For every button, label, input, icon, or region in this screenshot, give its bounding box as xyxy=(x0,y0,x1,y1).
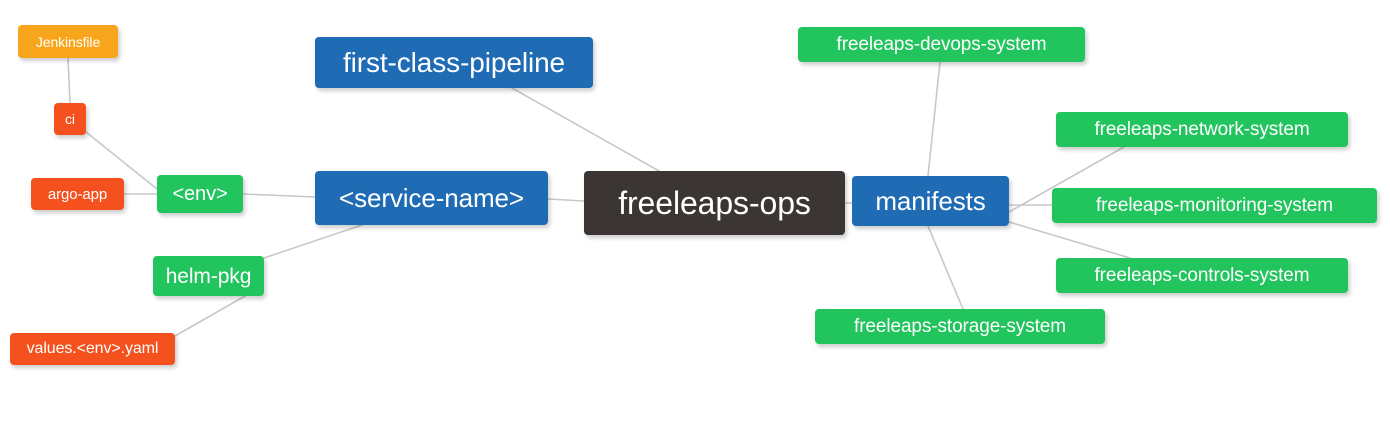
mindmap-node-jenkinsfile[interactable]: Jenkinsfile xyxy=(18,25,118,58)
mindmap-node-label: first-class-pipeline xyxy=(342,46,566,78)
edge-env-servicename xyxy=(242,193,316,198)
edge-pipeline-ops xyxy=(511,87,660,172)
mindmap-node-label: freeleaps-storage-system xyxy=(854,316,1066,337)
edge-servicename-ops xyxy=(547,198,585,202)
mindmap-node-service-name[interactable]: <service-name> xyxy=(315,171,548,225)
mindmap-node-freeleaps-controls-system[interactable]: freeleaps-controls-system xyxy=(1056,258,1348,293)
mindmap-node-label: helm-pkg xyxy=(165,264,252,288)
mindmap-node-label: <env> xyxy=(172,183,228,205)
edge-manifests-storage xyxy=(927,225,964,310)
edge-helmpkg-servicename xyxy=(263,224,363,259)
mindmap-node-label: argo-app xyxy=(47,185,108,203)
mindmap-node-freeleaps-storage-system[interactable]: freeleaps-storage-system xyxy=(815,309,1105,344)
mindmap-node-values-yaml[interactable]: values.<env>.yaml xyxy=(10,333,175,365)
mindmap-node-label: ci xyxy=(65,111,75,127)
mindmap-node-env[interactable]: <env> xyxy=(157,175,243,213)
mindmap-node-label: freeleaps-controls-system xyxy=(1094,265,1310,286)
mindmap-node-freeleaps-monitoring-system[interactable]: freeleaps-monitoring-system xyxy=(1052,188,1377,223)
mindmap-node-freeleaps-network-system[interactable]: freeleaps-network-system xyxy=(1056,112,1348,147)
mindmap-node-freeleaps-devops-system[interactable]: freeleaps-devops-system xyxy=(798,27,1085,62)
mindmap-node-label: <service-name> xyxy=(338,183,525,213)
mindmap-node-label: freeleaps-devops-system xyxy=(836,34,1047,55)
mindmap-node-label: Jenkinsfile xyxy=(35,33,101,50)
mindmap-node-first-class-pipeline[interactable]: first-class-pipeline xyxy=(315,37,593,88)
mindmap-node-label: freeleaps-ops xyxy=(618,185,811,221)
mindmap-node-ci[interactable]: ci xyxy=(54,103,86,135)
mindmap-node-helm-pkg[interactable]: helm-pkg xyxy=(153,256,264,296)
edge-valuesyaml-helmpkg xyxy=(174,295,246,337)
mindmap-node-freeleaps-ops[interactable]: freeleaps-ops xyxy=(584,171,845,235)
mindmap-node-argo-app[interactable]: argo-app xyxy=(31,178,124,210)
mindmap-node-label: freeleaps-network-system xyxy=(1094,119,1310,140)
edge-manifests-controls xyxy=(1008,221,1131,259)
edge-jenkinsfile-ci xyxy=(67,57,71,104)
mindmap-node-label: freeleaps-monitoring-system xyxy=(1096,195,1333,216)
mindmap-node-label: manifests xyxy=(875,186,986,216)
mindmap-node-manifests[interactable]: manifests xyxy=(852,176,1009,226)
edge-manifests-devops xyxy=(927,61,941,177)
mindmap-node-label: values.<env>.yaml xyxy=(26,340,159,357)
